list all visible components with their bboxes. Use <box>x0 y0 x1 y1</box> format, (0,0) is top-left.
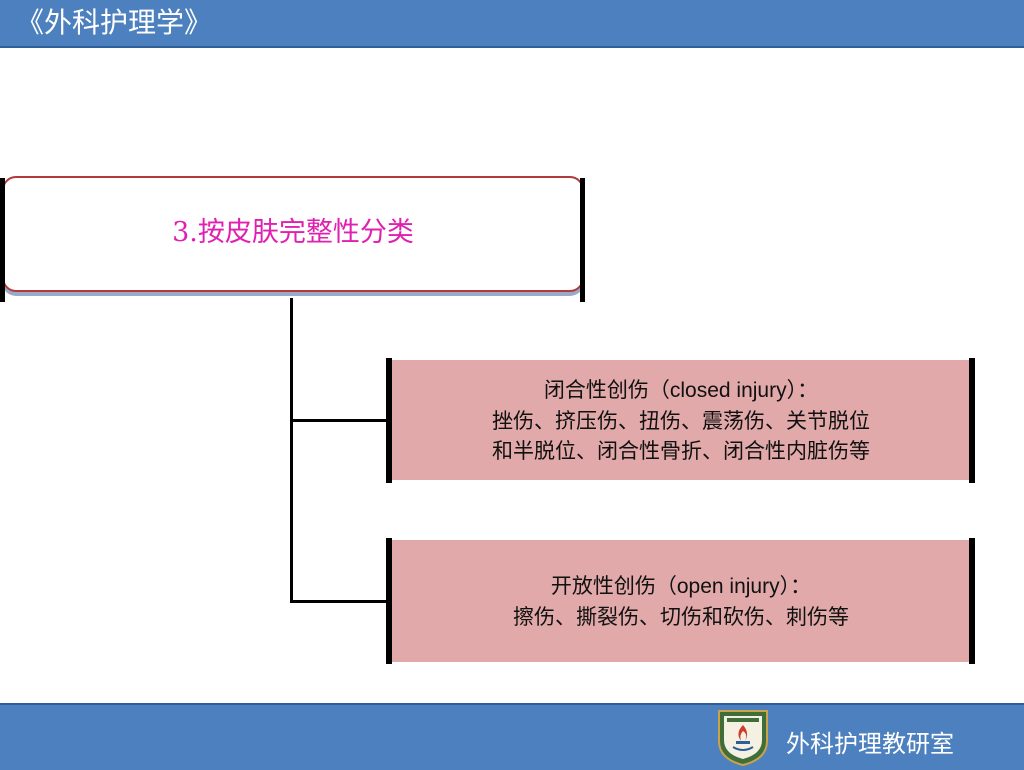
department-label: 外科护理教研室 <box>786 730 954 758</box>
root-node: 3.按皮肤完整性分类 <box>2 176 584 292</box>
course-title: 《外科护理学》 <box>16 6 213 39</box>
branch-open-injury: 开放性创伤（open injury）： 擦伤、撕裂伤、切伤和砍伤、刺伤等 <box>392 540 970 662</box>
branch-closed-left-bar <box>386 358 392 483</box>
branch-open-line-1: 擦伤、撕裂伤、切伤和砍伤、刺伤等 <box>513 604 849 629</box>
branch-closed-injury: 闭合性创伤（closed injury）： 挫伤、挤压伤、扭伤、震荡伤、关节脱位… <box>392 360 970 480</box>
connector-branch-closed <box>290 419 388 422</box>
branch-open-right-bar <box>969 538 975 664</box>
connector-trunk <box>290 298 293 603</box>
branch-open-heading-en: open injury <box>676 574 780 598</box>
school-emblem-icon <box>718 710 768 767</box>
branch-open-heading-end: ）： <box>779 573 812 598</box>
branch-open-heading: 开放性创伤（open injury）： <box>551 571 811 602</box>
branch-closed-heading: 闭合性创伤（closed injury）： <box>544 375 818 406</box>
branch-open-left-bar <box>386 538 392 664</box>
branch-closed-heading-end: ）： <box>786 377 819 402</box>
root-node-left-bar <box>0 178 5 302</box>
root-node-label: 3.按皮肤完整性分类 <box>172 217 414 248</box>
branch-closed-line-2: 和半脱位、闭合性骨折、闭合性内脏伤等 <box>492 438 870 463</box>
header-bar: 《外科护理学》 <box>0 0 1024 48</box>
root-node-right-bar <box>580 178 585 302</box>
branch-closed-heading-cn: 闭合性创伤（ <box>543 377 670 402</box>
branch-closed-line-1: 挫伤、挤压伤、扭伤、震荡伤、关节脱位 <box>492 408 870 433</box>
branch-closed-right-bar <box>969 358 975 483</box>
branch-closed-heading-en: closed injury <box>669 378 787 402</box>
branch-open-heading-cn: 开放性创伤（ <box>550 573 677 598</box>
footer-bar: 外科护理教研室 <box>0 703 1024 770</box>
connector-branch-open <box>290 600 388 603</box>
